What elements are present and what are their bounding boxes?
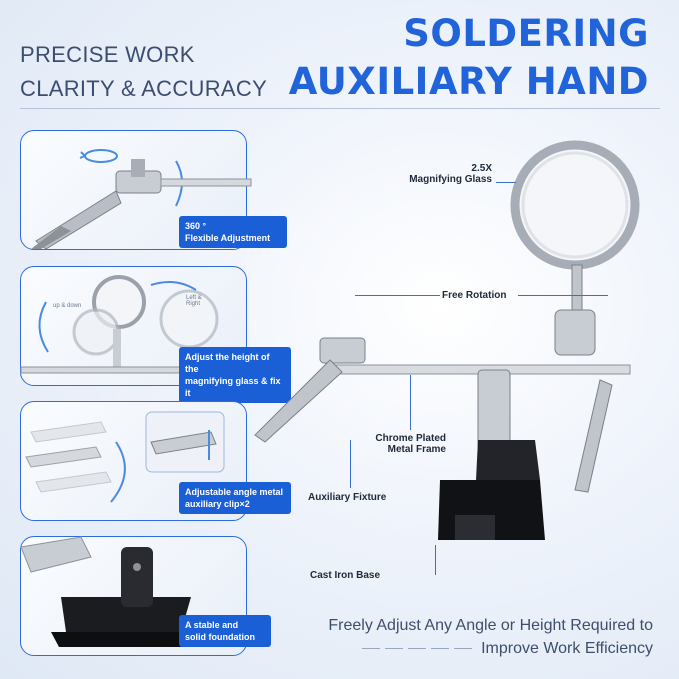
callout-line-frame [410, 375, 411, 430]
caption-magnifier: Adjust the height of the magnifying glas… [179, 347, 291, 403]
caption-base: A stable and solid foundation [179, 615, 271, 647]
decorative-dash [407, 648, 426, 650]
decorative-dash [384, 648, 403, 650]
callout-fixture: Auxiliary Fixture [308, 492, 387, 503]
callout-line-rotation-left [355, 295, 440, 296]
feature-panel-base: A stable and solid foundation [20, 536, 271, 656]
bottom-text-line2: Improve Work Efficiency [361, 640, 653, 658]
alligator-clip-illustration [25, 411, 225, 503]
decorative-dash [430, 648, 449, 650]
callout-line-base [435, 545, 436, 575]
header-divider [20, 108, 660, 109]
label-up-down: up & down [53, 303, 82, 309]
clamp-joint-illustration [31, 149, 252, 250]
feature-panel-clips: Adjustable angle metal auxiliary clip×2 [20, 401, 291, 521]
decorative-dash [361, 648, 380, 650]
title-line2: AUXILIARY HAND [288, 60, 649, 103]
tagline-line1: PRECISE WORK [20, 42, 195, 67]
magnifier-illustration [20, 275, 219, 374]
feature-panel-magnifier: up & down Left & Right Adjust the height… [20, 266, 291, 403]
base-illustration [20, 536, 196, 647]
caption-clips: Adjustable angle metal auxiliary clip×2 [179, 482, 291, 514]
callout-line-magnifier [496, 182, 516, 183]
title-line1: SOLDERING [403, 12, 649, 55]
callout-frame: Chrome Plated Metal Frame [375, 433, 446, 455]
callout-base: Cast Iron Base [310, 570, 381, 581]
bottom-text-line1: Freely Adjust Any Angle or Height Requir… [328, 617, 653, 634]
tagline-line2: CLARITY & ACCURACY [20, 76, 268, 101]
callout-rotation: Free Rotation [442, 290, 507, 301]
callout-line-rotation-right [518, 295, 608, 296]
decorative-dash [453, 648, 472, 650]
feature-panel-rotation: 360 ° Flexible Adjustment [20, 130, 287, 250]
label-left-right: Left & Right [186, 295, 202, 307]
callout-line-fixture [350, 440, 351, 488]
caption-rotation: 360 ° Flexible Adjustment [179, 216, 287, 248]
callout-magnifier: 2.5X Magnifying Glass [409, 163, 492, 185]
